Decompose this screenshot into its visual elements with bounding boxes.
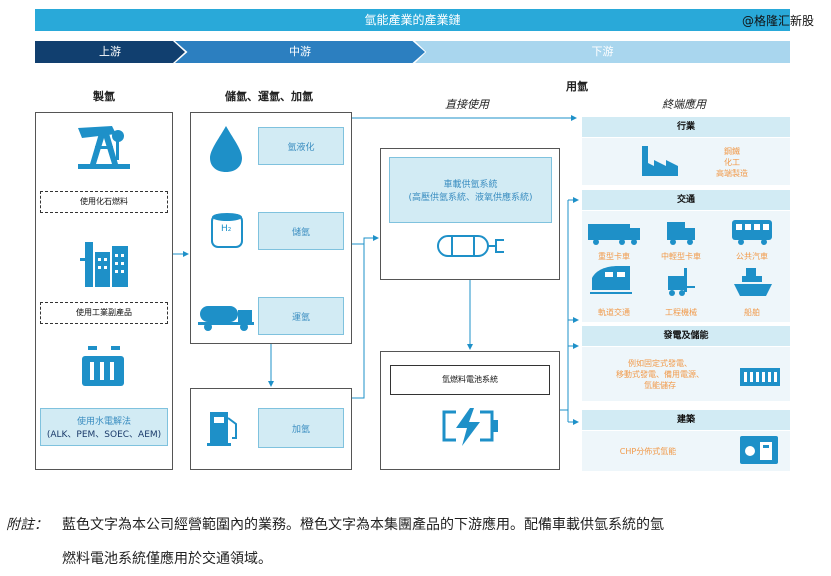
medium-truck-icon [667,222,695,245]
ship-icon [734,268,772,296]
header-storage: 儲氫、運氫、加氫 [225,90,313,103]
forklift-icon [668,268,695,296]
header-production: 製氫 [93,90,115,103]
transport-item-rail: 軌道交通 [598,308,630,317]
transport-item-ship: 船舶 [744,308,760,317]
header-use-hydrogen: 用氫 [566,80,588,93]
power-line2: 移動式發電、備用電源、 [616,370,704,379]
note-label: 附註： [6,517,48,533]
transport-item-machinery: 工程機械 [665,308,697,317]
fuelcell-label: 氫燃料電池系統 [390,365,550,395]
watermark: @格隆汇新股 [742,14,815,28]
building-header: 建築 [582,410,790,430]
electrolysis-line1: 使用水電解法 [76,417,131,427]
fossil-fuel-label: 使用化石燃料 [40,191,168,213]
power-header: 發電及儲能 [582,326,790,346]
industry-section [582,138,790,185]
title-banner: 氫能產業的產業鏈 [35,9,790,31]
heavy-truck-icon [588,224,640,245]
vehicle-line2: (高壓供氫系統、液氧供應系統) [408,193,533,203]
industry-item-chemical: 化工 [724,158,740,167]
header-direct-use: 直接使用 [445,98,489,111]
transport-item-bus: 公共汽車 [736,252,768,261]
stage-upstream: 上游 [35,41,185,63]
industry-items: 鋼鐵 化工 高端製造 [702,146,762,179]
transport-header: 交通 [582,190,790,210]
h2-symbol: H₂ [221,224,232,234]
transport-label: 運氫 [258,297,344,335]
electrolysis-box: 使用水電解法 (ALK、PEM、SOEC、AEM) [40,408,168,446]
industry-header: 行業 [582,117,790,137]
power-line3: 氫能儲存 [644,381,676,390]
building-text: CHP分佈式氫能 [619,447,677,456]
transport-item-medium-truck: 中輕型卡車 [661,252,701,261]
power-text: 例如固定式發電、 移動式發電、備用電源、 氫能儲存 [600,358,720,391]
note-line1: 藍色文字為本公司經營範圍內的業務。橙色文字為本集團產品的下游應用。配備車載供氫系… [62,517,664,533]
vehicle-line1: 車載供氫系統 [443,180,498,190]
transport-item-heavy-truck: 重型卡車 [598,252,630,261]
stage-midstream: 中游 [175,41,425,63]
electrolysis-line2: (ALK、PEM、SOEC、AEM) [46,430,162,440]
industry-item-manufacturing: 高端製造 [716,169,748,178]
stage-downstream: 下游 [415,41,790,63]
liquefaction-label: 氫液化 [258,127,344,165]
power-line1: 例如固定式發電、 [628,359,692,368]
industrial-byproduct-label: 使用工業副產品 [40,302,168,324]
header-end-use: 終端應用 [662,98,706,111]
industry-item-steel: 鋼鐵 [724,147,740,156]
vehicle-system-label: 車載供氫系統 (高壓供氫系統、液氧供應系統) [389,157,552,223]
refuel-label: 加氫 [258,408,344,448]
storage-label: 儲氫 [258,212,344,250]
note-line2: 燃料電池系統僅應用於交通領域。 [62,551,272,567]
